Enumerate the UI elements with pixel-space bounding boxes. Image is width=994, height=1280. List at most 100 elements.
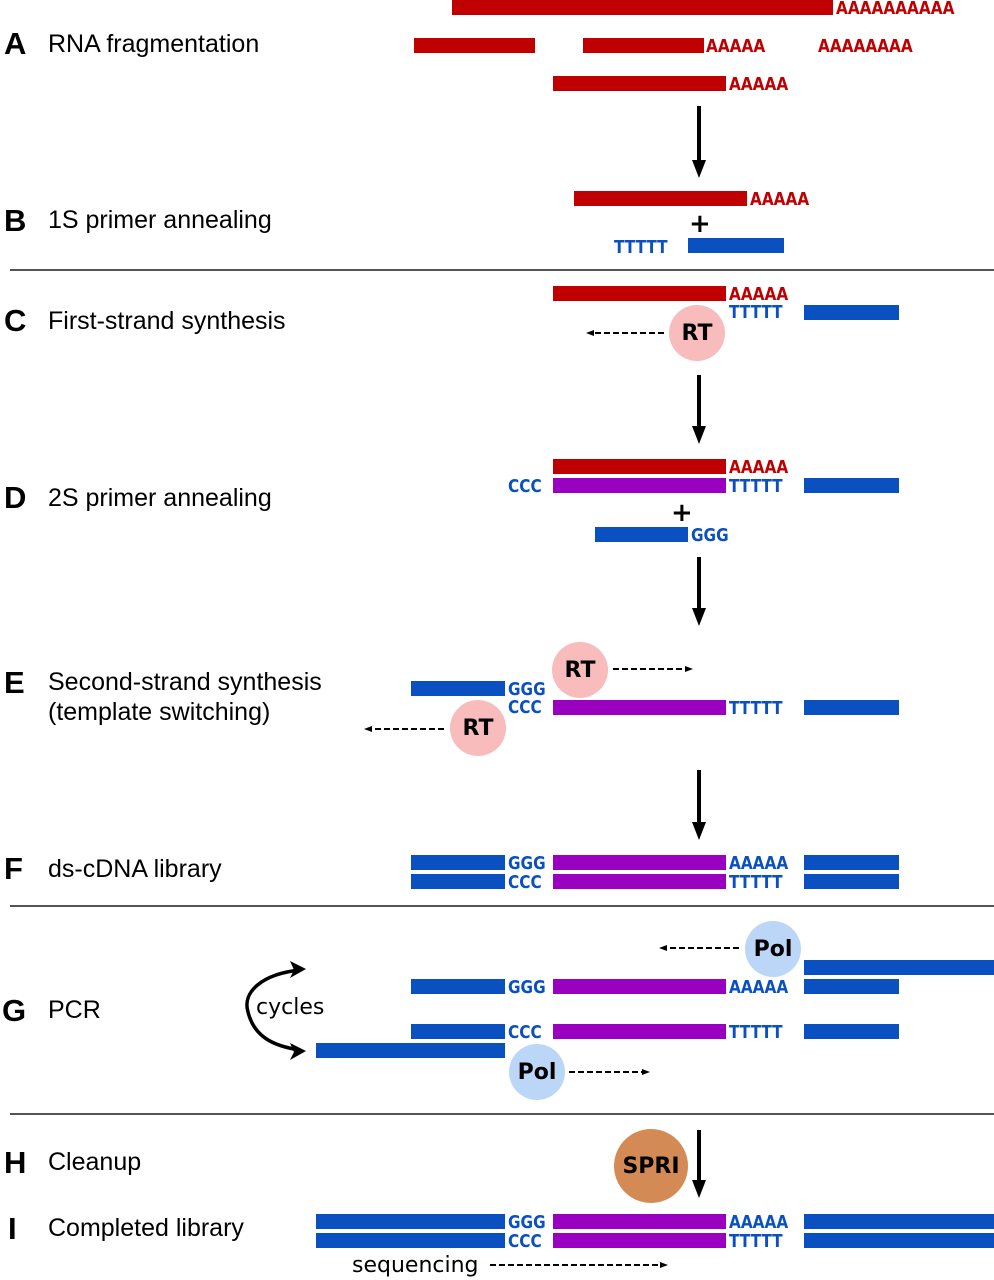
plus-sign: + xyxy=(689,209,711,239)
ggg-sequence: GGG xyxy=(508,679,546,700)
rna-fragment-selected xyxy=(553,76,726,91)
2s-primer-adapter xyxy=(595,527,688,542)
step-label-d: 2S primer annealing xyxy=(48,484,272,512)
pcr-primer xyxy=(316,1043,505,1058)
library-adapter-bottom xyxy=(804,1233,994,1248)
process-arrow-down xyxy=(692,106,706,178)
step-label-f: ds-cDNA library xyxy=(48,855,222,883)
step-label-e-sub: (template switching) xyxy=(48,698,271,726)
insert-top xyxy=(553,979,726,994)
ggg-sequence: GGG xyxy=(508,1212,546,1233)
sequencing-label: sequencing xyxy=(352,1253,479,1278)
poly-a-sequence: AAAAA xyxy=(729,853,789,874)
insert-bottom xyxy=(553,874,726,889)
library-adapter-bottom xyxy=(316,1233,505,1248)
cycles-arrow xyxy=(245,961,306,1060)
step-label-c: First-strand synthesis xyxy=(48,307,286,335)
step-label-e: Second-strand synthesis xyxy=(48,668,322,696)
process-arrow-down xyxy=(692,375,706,444)
section-divider-2 xyxy=(10,905,994,907)
library-adapter-top xyxy=(316,1214,505,1229)
rna-fragment xyxy=(583,38,704,53)
adapter-top xyxy=(411,979,505,994)
ggg-sequence: GGG xyxy=(691,525,729,546)
rt-enzyme: RT xyxy=(552,642,608,698)
2s-primer-adapter xyxy=(411,681,505,696)
poly-a-sequence: AAAAA xyxy=(729,1212,789,1233)
ccc-sequence: CCC xyxy=(508,1022,542,1043)
step-letter-e: E xyxy=(4,665,25,700)
adapter-top xyxy=(804,979,899,994)
ccc-overhang: CCC xyxy=(508,697,542,718)
process-arrow-down xyxy=(692,557,706,626)
1s-primer-adapter xyxy=(804,305,899,320)
step-letter-h: H xyxy=(4,1145,27,1180)
ccc-overhang: CCC xyxy=(508,476,542,497)
library-insert-bottom xyxy=(553,1233,726,1248)
step-letter-f: F xyxy=(4,851,23,886)
cycles-label: cycles xyxy=(256,995,325,1020)
ggg-sequence: GGG xyxy=(508,853,546,874)
rt-enzyme: RT xyxy=(669,305,725,361)
section-divider-1 xyxy=(10,269,994,271)
poly-t-sequence: TTTTT xyxy=(729,1022,783,1043)
polymerase-enzyme: Pol xyxy=(509,1044,565,1100)
step-label-a: RNA fragmentation xyxy=(48,30,260,58)
adapter-bottom xyxy=(411,1024,505,1039)
spri-bead: SPRI xyxy=(614,1129,688,1203)
adapter-bottom xyxy=(411,874,505,889)
insert-top xyxy=(553,855,726,870)
rna-fragment xyxy=(553,286,726,301)
1s-primer-adapter xyxy=(804,700,899,715)
ccc-sequence: CCC xyxy=(508,1231,542,1252)
oligo-dt: TTTTT xyxy=(729,302,783,323)
oligo-dt: TTTTT xyxy=(614,237,668,258)
ccc-sequence: CCC xyxy=(508,872,542,893)
extension-arrow-right xyxy=(613,666,693,672)
step-label-h: Cleanup xyxy=(48,1148,142,1176)
poly-a-tail: AAAAA xyxy=(729,74,789,95)
extension-arrow-right xyxy=(569,1069,650,1075)
adapter-bottom xyxy=(804,874,899,889)
insert-bottom xyxy=(553,1024,726,1039)
rna-fragment xyxy=(414,38,535,53)
plus-sign: + xyxy=(671,498,693,528)
step-letter-i: I xyxy=(8,1211,17,1246)
poly-t-sequence: TTTTT xyxy=(729,872,783,893)
step-label-b: 1S primer annealing xyxy=(48,206,272,234)
step-letter-c: C xyxy=(4,303,27,338)
poly-a-tail: AAAAA xyxy=(729,457,789,478)
step-letter-g: G xyxy=(2,993,27,1028)
poly-a-tail: AAAAA xyxy=(706,36,766,57)
extension-arrow-left xyxy=(364,726,444,732)
oligo-dt: TTTTT xyxy=(729,476,783,497)
rna-fragment xyxy=(574,191,747,206)
adapter-top xyxy=(411,855,505,870)
step-letter-b: B xyxy=(4,203,27,238)
first-strand-cdna xyxy=(553,478,726,493)
extension-arrow-left xyxy=(586,330,664,336)
section-divider-3 xyxy=(10,1113,994,1115)
adapter-bottom xyxy=(804,1024,899,1039)
first-strand-cdna xyxy=(553,700,726,715)
ggg-sequence: GGG xyxy=(508,977,546,998)
adapter-top xyxy=(804,855,899,870)
library-adapter-top xyxy=(804,1214,994,1229)
step-letter-d: D xyxy=(4,480,27,515)
library-insert-top xyxy=(553,1214,726,1229)
polymerase-enzyme: Pol xyxy=(745,921,801,977)
process-arrow-down xyxy=(692,1130,706,1198)
poly-a-tail: AAAAA xyxy=(729,284,789,305)
oligo-dt: TTTTT xyxy=(729,698,783,719)
pcr-primer xyxy=(804,960,994,975)
1s-primer-adapter xyxy=(688,238,784,253)
poly-a-tail: AAAAAAAAAA xyxy=(836,0,955,19)
step-label-g: PCR xyxy=(48,996,101,1024)
poly-t-sequence: TTTTT xyxy=(729,1231,783,1252)
sequencing-arrow xyxy=(490,1262,668,1268)
rna-full-strand xyxy=(452,0,833,15)
extension-arrow-left xyxy=(659,945,739,951)
1s-primer-adapter xyxy=(804,478,899,493)
rna-fragment xyxy=(553,459,726,474)
poly-a-tail: AAAAA xyxy=(750,189,810,210)
